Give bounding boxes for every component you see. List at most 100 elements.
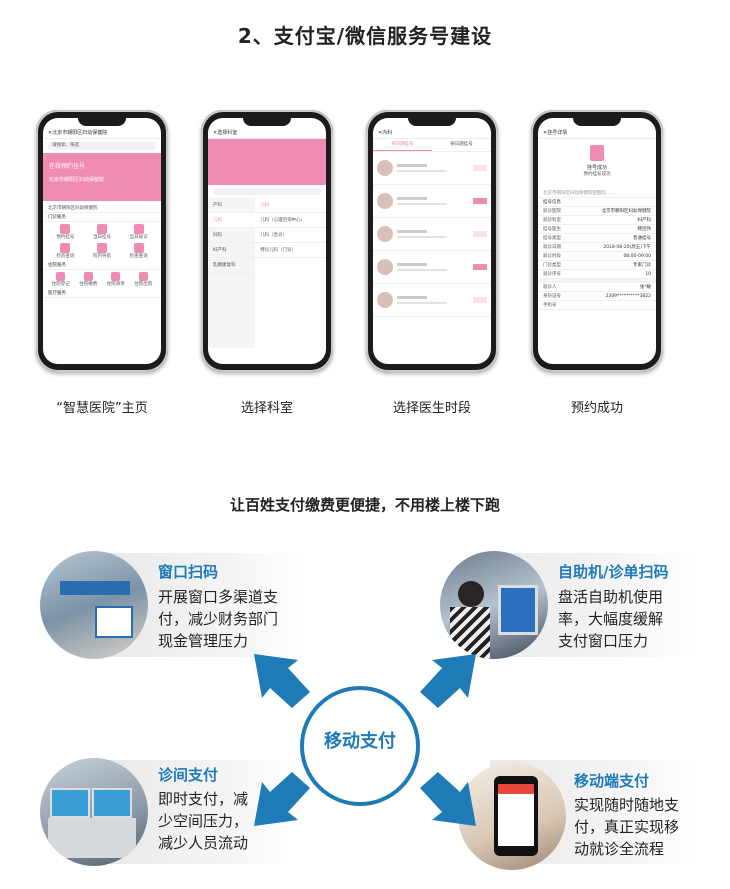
info-key: 就诊日期: [543, 245, 561, 250]
subdept-item[interactable]: 儿科: [255, 198, 326, 213]
feature-title: 自助机/诊单扫码: [558, 563, 669, 581]
kiosk-photo: [440, 551, 548, 659]
info-value: 2309**********3822: [605, 293, 651, 299]
info-row: 门诊类型 专家门诊: [538, 261, 656, 270]
info-value: 10: [645, 271, 651, 277]
dept-item[interactable]: 儿科: [208, 213, 256, 228]
dept-item[interactable]: 乳腺康复科: [208, 258, 256, 273]
tile[interactable]: 预约挂号: [47, 224, 84, 240]
tab-by-doctor[interactable]: 按日期挂号: [450, 142, 473, 147]
feature-title: 移动端支付: [574, 772, 650, 790]
tile[interactable]: 当日候诊: [120, 224, 157, 240]
feature-text: 实现随时随地支 付，真正实现移 动就诊全流程: [574, 796, 680, 858]
phone-department: ✕ 选择科室 产科 儿科 妇科 妇产科 乳腺康复科 儿科 儿科（心理咨询中心） …: [201, 110, 333, 372]
clinic-terminal-photo: [40, 758, 148, 866]
info-value: 妇产科: [637, 218, 652, 223]
tile[interactable]: 住院清单: [102, 272, 130, 287]
arrows: [254, 654, 476, 826]
info-row: 就诊时段 08:00-09:00: [538, 252, 656, 261]
caption-doctor: 选择医生时段: [392, 401, 471, 416]
info-value: 2018-08-20(周五)下午: [603, 245, 651, 250]
info-key: 就诊科室: [543, 218, 561, 223]
info-key: 就诊序号: [543, 272, 561, 277]
info-value: 张*敏: [639, 285, 651, 290]
doctor-row[interactable]: [373, 218, 491, 251]
center-label: 移动支付: [324, 731, 396, 752]
tile[interactable]: 检查查询: [120, 243, 157, 259]
arrow-top-left-icon: [254, 654, 310, 708]
feature-text: 即时支付，减 少空间压力， 减少人员流动: [158, 790, 249, 852]
caption-success: 预约成功: [570, 401, 623, 416]
phone-header: ✕ 选择科室: [208, 118, 326, 139]
section-medical: 医疗服务: [43, 289, 161, 298]
info-row: 就诊医院 北京市朝阳区妇幼保健院: [538, 207, 656, 216]
tile[interactable]: 当日挂号: [84, 224, 121, 240]
doctor-row[interactable]: [373, 152, 491, 185]
dept-item[interactable]: 妇产科: [208, 243, 256, 258]
info-row: 挂号医生 韩团伟: [538, 225, 656, 234]
phone-doctor: ✕ 内科 按日期挂号 按日期挂号: [366, 110, 498, 372]
subdept-item[interactable]: 儿科（急诊）: [255, 228, 326, 243]
caption-department: 选择科室: [240, 401, 293, 416]
info-value: 08:00-09:00: [623, 253, 651, 259]
subdept-item[interactable]: 儿科（心理咨询中心）: [255, 213, 326, 228]
feature-text: 开展窗口多渠道支 付，减少财务部门 现金管理压力: [158, 588, 279, 650]
info-key: 就诊时段: [543, 254, 561, 259]
info-value: 普通挂号: [633, 236, 651, 241]
tile[interactable]: 住院缴费: [75, 272, 103, 287]
subdept-item[interactable]: 特诊儿科（门诊）: [255, 243, 326, 258]
feature-text: 盘活自助机使用 率，大幅度缓解 支付窗口压力: [558, 588, 664, 650]
phone-header: ✕ 挂号详情: [538, 118, 656, 139]
info-key: 就诊人: [543, 285, 557, 290]
info-value: 韩团伟: [637, 227, 652, 232]
info-title: 挂号信息: [538, 198, 656, 207]
success-block: 挂号成功 预约挂号成功: [538, 139, 656, 189]
phone-header: ✕ 内科: [373, 118, 491, 139]
document-icon: [590, 145, 604, 161]
info-value: 北京市朝阳区妇幼保健院: [601, 209, 652, 214]
tile[interactable]: 住院登记: [47, 272, 75, 287]
hospital-row[interactable]: 北京市朝阳区妇幼保健院: [43, 204, 161, 213]
feature-title: 窗口扫码: [158, 563, 219, 581]
info-row: 就诊科室 妇产科: [538, 216, 656, 225]
notice: 北京市朝阳区妇幼保健院提醒您……: [538, 189, 656, 198]
arrow-bottom-left-icon: [254, 772, 310, 826]
banner: 在线预约挂号 北京市朝阳区妇幼保健院: [43, 153, 161, 201]
info-row: 挂号类型 普通挂号: [538, 234, 656, 243]
doctor-row[interactable]: [373, 284, 491, 317]
page-title: 2、支付宝/微信服务号建设: [237, 24, 493, 48]
banner: [208, 139, 326, 185]
phone-home: ✕ 北京市朝阳区妇幼保健院 请搜索、筛选 在线预约挂号 北京市朝阳区妇幼保健院 …: [36, 110, 168, 372]
info-row: 手机号: [538, 301, 656, 310]
info-key: 就诊医院: [543, 209, 561, 214]
tile[interactable]: 院内导航: [84, 243, 121, 259]
section-inpatient: 住院服务: [43, 261, 161, 270]
info-key: 挂号医生: [543, 227, 561, 232]
tile[interactable]: 检验查询: [47, 243, 84, 259]
phone-success: ✕ 挂号详情 挂号成功 预约挂号成功 北京市朝阳区妇幼保健院提醒您…… 挂号信息…: [531, 110, 663, 372]
info-row: 就诊人 张*敏: [538, 283, 656, 292]
caption-home: “智慧医院”主页: [56, 401, 148, 416]
doctor-row[interactable]: [373, 185, 491, 218]
search-input[interactable]: 请搜索、筛选: [48, 142, 156, 150]
tab-by-date[interactable]: 按日期挂号: [373, 139, 432, 151]
dept-item[interactable]: 妇科: [208, 228, 256, 243]
doctor-row[interactable]: [373, 251, 491, 284]
dept-item[interactable]: 产科: [208, 198, 256, 213]
doctor-list: [373, 152, 491, 317]
info-row: 身份证号 2309**********3822: [538, 292, 656, 301]
info-key: 手机号: [543, 303, 557, 308]
info-key: 挂号类型: [543, 236, 561, 241]
search-input[interactable]: [213, 188, 321, 195]
info-value: 专家门诊: [633, 263, 651, 268]
info-row: 就诊序号 10: [538, 270, 656, 279]
center-circle: [300, 686, 420, 806]
info-row: 就诊日期 2018-08-20(周五)下午: [538, 243, 656, 252]
section-subtitle: 让百姓支付缴费更便捷，不用楼上楼下跑: [229, 496, 500, 514]
tile[interactable]: 住院出院: [130, 272, 158, 287]
arrow-top-right-icon: [420, 654, 476, 708]
info-key: 身份证号: [543, 294, 561, 299]
phone-header: ✕ 北京市朝阳区妇幼保健院: [43, 118, 161, 139]
feature-title: 诊间支付: [158, 766, 219, 784]
info-key: 门诊类型: [543, 263, 561, 268]
